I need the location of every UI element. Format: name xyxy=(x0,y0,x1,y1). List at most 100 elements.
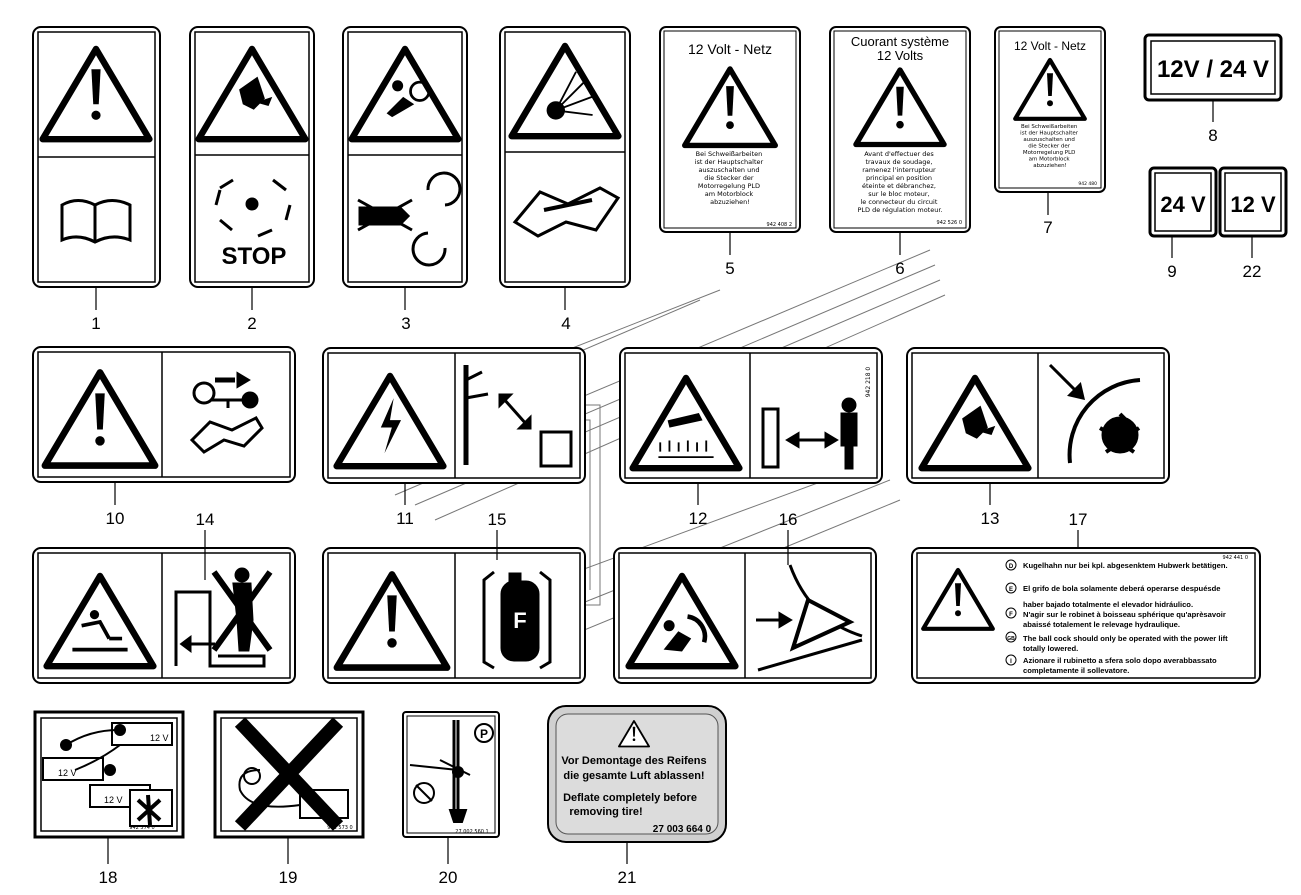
key-removal-icon xyxy=(192,371,259,409)
sign17-line: haber bajado totalmente el elevador hidr… xyxy=(1023,600,1193,609)
guard-closing-icon xyxy=(756,564,863,672)
sign17-code: 942 441 0 xyxy=(1223,555,1248,561)
battery-label: 12 V xyxy=(150,733,169,743)
service-manual-icon xyxy=(512,186,621,238)
sign-19: 942 573 0 xyxy=(213,710,365,839)
entanglement-warning-icon xyxy=(629,576,736,666)
sign22-text: 12 V xyxy=(1230,192,1276,217)
callout-12: 12 xyxy=(688,509,708,528)
sign-7: 12 Volt - Netz Bei Schweißarbeiten ist d… xyxy=(994,26,1106,193)
sign17-line: El grifo de bola solamente deberá operar… xyxy=(1023,584,1221,593)
sign-4 xyxy=(499,26,631,288)
sign-6: Cuorant système 12 Volts Avant d'effectu… xyxy=(829,26,971,233)
sign6-line: le connecteur du circuit xyxy=(861,198,938,206)
sign7-title: 12 Volt - Netz xyxy=(1014,39,1086,53)
no-jump-start-icon xyxy=(234,717,349,831)
sign5-line: ist der Hauptschalter xyxy=(695,158,764,166)
sign8-text: 12V / 24 V xyxy=(1157,56,1269,83)
sign7-body: Bei Schweißarbeiten ist der Hauptschalte… xyxy=(1020,124,1080,169)
sign7-line: Bei Schweißarbeiten xyxy=(1021,124,1078,130)
sign12-code: 942 218 0 xyxy=(865,367,872,398)
sign7-line: auszuschalten und xyxy=(1023,137,1075,143)
lang-badge: I xyxy=(1010,659,1012,665)
safe-distance-person-icon xyxy=(761,397,858,470)
callout-4: 4 xyxy=(561,314,571,333)
sign6-line: principal en position xyxy=(866,174,932,182)
sign21-code: 27 003 664 0 xyxy=(653,824,712,835)
sign-15: F xyxy=(322,547,586,684)
sign-8: 12V / 24 V xyxy=(1143,33,1283,102)
callout-7: 7 xyxy=(1043,218,1053,237)
callout-14: 14 xyxy=(195,510,215,529)
sign6-line: Avant d'effectuer des xyxy=(864,150,934,158)
lang-badge: GB xyxy=(1007,636,1015,642)
sign-9: 24 V xyxy=(1148,166,1218,238)
sign18-code: 942 574 0 xyxy=(129,825,154,831)
no-standing-on-platform-icon xyxy=(174,567,273,668)
sign-18: 12 V 12 V 12 V 942 574 0 xyxy=(33,710,185,839)
sign7-line: ist der Hauptschalter xyxy=(1020,131,1079,137)
sign-3 xyxy=(342,26,468,288)
sign5-line: auszuschalten und xyxy=(698,166,759,174)
sign20-code: 27 002 560 1 xyxy=(455,829,488,835)
battery-label: 12 V xyxy=(58,768,77,778)
sign5-line: die Stecker der xyxy=(704,174,754,182)
callout-5: 5 xyxy=(725,259,735,278)
callout-21: 21 xyxy=(617,868,637,887)
sign-13 xyxy=(906,347,1170,484)
sign7-line: abzuziehen! xyxy=(1033,163,1067,169)
sign-10 xyxy=(32,346,296,483)
extinguisher-letter: F xyxy=(513,608,526,633)
callout-leaders xyxy=(95,100,1253,864)
sign-5: 12 Volt - Netz Bei Schweißarbeiten ist d… xyxy=(659,26,801,233)
sign7-line: die Stecker der xyxy=(1028,144,1070,150)
sign-21: Vor Demontage des Reifens die gesamte Lu… xyxy=(547,705,727,843)
callout-22: 22 xyxy=(1242,262,1262,281)
sign6-code: 942 526 0 xyxy=(937,220,962,226)
manual-book-icon xyxy=(189,416,264,454)
callout-16: 16 xyxy=(778,510,798,529)
explosion-warning-icon xyxy=(512,46,619,136)
sign-22: 12 V xyxy=(1218,166,1288,238)
callout-13: 13 xyxy=(980,509,1000,528)
sign7-code: 942 480 xyxy=(1078,181,1097,187)
sign21-de-2: die gesamte Luft ablassen! xyxy=(563,770,704,782)
stop-text: STOP xyxy=(222,243,287,270)
manual-book-icon xyxy=(60,199,132,244)
sign17-line: N'agir sur le robinet à boisseau sphériq… xyxy=(1023,610,1226,619)
sign6-title-2: 12 Volts xyxy=(877,48,924,63)
lang-badge: D xyxy=(1009,564,1014,570)
sign17-line: The ball cock should only be operated wi… xyxy=(1023,634,1228,643)
sign-1 xyxy=(32,26,161,288)
sign6-line: sur le bloc moteur, xyxy=(868,190,929,198)
power-line-distance-icon xyxy=(463,365,573,468)
fall-hazard-warning-icon xyxy=(47,576,154,666)
callout-19: 19 xyxy=(278,868,298,887)
sign-17: 942 441 0 D Kugelhahn nur bei kpl. abges… xyxy=(911,547,1261,684)
lang-badge: E xyxy=(1009,587,1013,593)
hand-cut-warning-icon xyxy=(922,378,1029,468)
lang-badge: F xyxy=(1009,612,1013,618)
sign6-line: ramenez l'interrupteur xyxy=(862,166,936,174)
callout-2: 2 xyxy=(247,314,257,333)
callout-15: 15 xyxy=(487,510,507,529)
sign6-title-1: Cuorant système xyxy=(851,34,949,49)
sign9-text: 24 V xyxy=(1160,192,1206,217)
rotating-blade-icon xyxy=(1048,363,1141,464)
sign-14 xyxy=(32,547,296,684)
sign7-line: Motorregelung PLD xyxy=(1023,150,1076,156)
sign5-line: Motorregelung PLD xyxy=(698,182,760,190)
sign-2: STOP xyxy=(189,26,315,288)
sign-20: P 27 002 560 1 xyxy=(402,711,500,838)
hand-cut-warning-icon xyxy=(199,49,306,139)
sign17-line: totally lowered. xyxy=(1023,644,1078,653)
sign21-en-1: Deflate completely before xyxy=(563,792,697,804)
callout-9: 9 xyxy=(1167,262,1177,281)
battery-connection-icon: 12 V 12 V 12 V xyxy=(42,722,173,827)
sign17-line: Kugelhahn nur bei kpl. abgesenktem Hubwe… xyxy=(1023,561,1228,570)
parking-badge: P xyxy=(480,727,488,741)
sign5-body: Bei Schweißarbeiten ist der Hauptschalte… xyxy=(695,150,766,206)
sign-16 xyxy=(613,547,877,684)
electric-shock-warning-icon xyxy=(337,376,444,466)
